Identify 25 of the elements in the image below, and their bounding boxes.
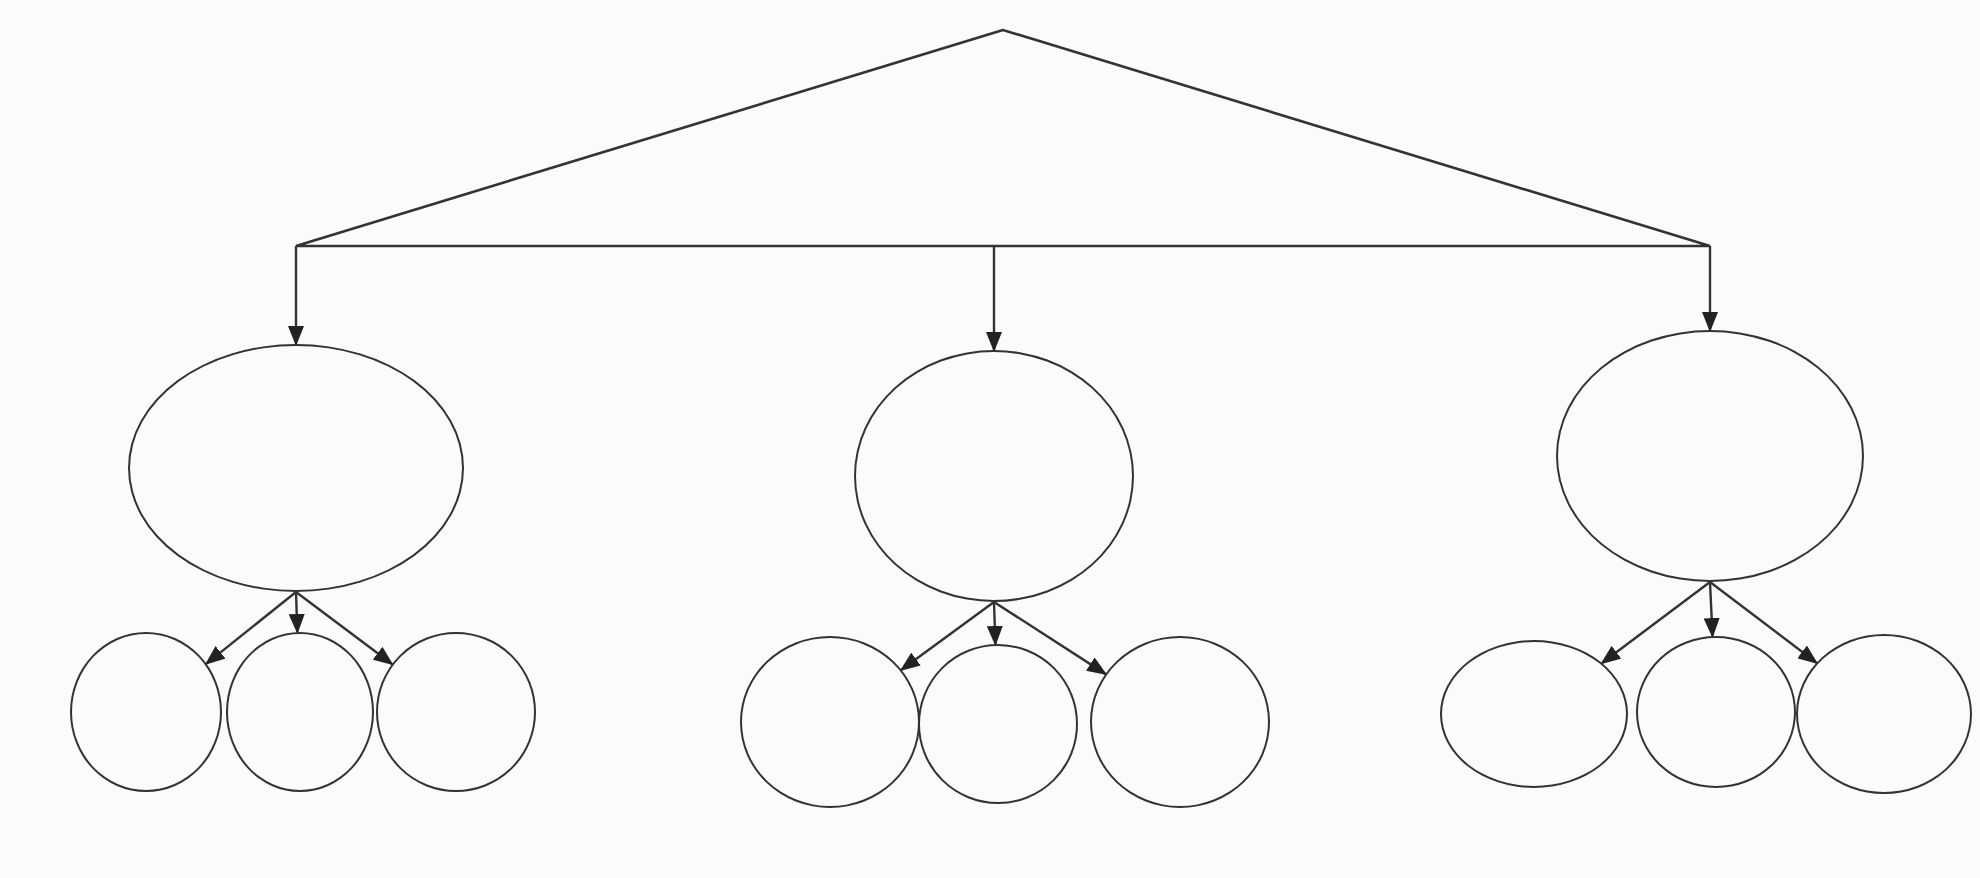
circle-shape — [918, 644, 1078, 804]
circle-shape — [70, 632, 222, 792]
circle-shape — [376, 632, 536, 792]
arrow — [204, 591, 297, 665]
triangle-shape — [296, 30, 1710, 246]
circle-shape — [226, 632, 374, 792]
arrow — [288, 246, 304, 346]
arrow — [1703, 581, 1720, 639]
circle-shape — [128, 344, 464, 592]
circle-shape — [854, 350, 1134, 602]
arrow — [295, 591, 394, 666]
arrow — [288, 591, 305, 635]
circle-shape — [1636, 636, 1796, 788]
circle-shape — [1090, 636, 1270, 808]
arrow — [986, 601, 1003, 647]
arrow — [1600, 581, 1711, 665]
circle-shape — [1796, 634, 1972, 794]
circle-shape — [1440, 640, 1628, 788]
arrow — [1709, 581, 1819, 664]
circle-shape — [740, 636, 920, 808]
arrow — [993, 601, 1108, 675]
arrow — [1702, 246, 1718, 332]
circle-shape — [1556, 330, 1864, 582]
arrow — [899, 601, 995, 671]
arrow — [986, 246, 1002, 352]
